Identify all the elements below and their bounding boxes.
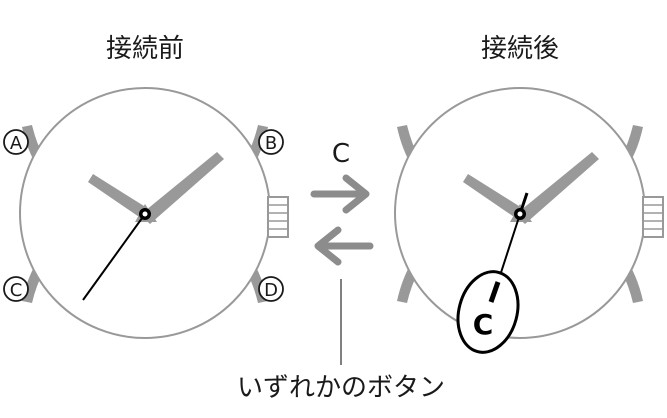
mode-indicator-callout: C [456, 270, 520, 354]
svg-text:D: D [264, 280, 278, 301]
button-label-b: B [258, 129, 284, 155]
arrow-left [314, 226, 374, 266]
button-label-a: A [3, 129, 29, 155]
before-title: 接続前 [106, 34, 184, 64]
watch-after-crown [642, 196, 664, 238]
watch-after-minute-hand [515, 152, 599, 224]
svg-text:A: A [10, 133, 23, 154]
watch-before-minute-hand [140, 152, 224, 224]
indicator-letter: C [473, 308, 494, 341]
arrow-right [310, 174, 370, 214]
after-title: 接続後 [481, 34, 559, 64]
watch-before-crown [267, 196, 289, 238]
watch-after [394, 87, 664, 339]
watch-after-hour-hand [463, 174, 527, 221]
watch-before-hour-hand [88, 174, 152, 221]
indicator-hand-tip [488, 281, 501, 303]
watch-before [19, 87, 289, 339]
svg-text:C: C [10, 280, 23, 301]
button-label-c: C [3, 276, 29, 302]
mode-letter: C [332, 139, 350, 169]
button-caption: いずれかのボタン [237, 373, 445, 403]
svg-text:B: B [265, 133, 277, 154]
indicator-ellipse [456, 270, 520, 354]
watch-before-second-hand [82, 213, 146, 301]
button-label-d: D [258, 276, 284, 302]
